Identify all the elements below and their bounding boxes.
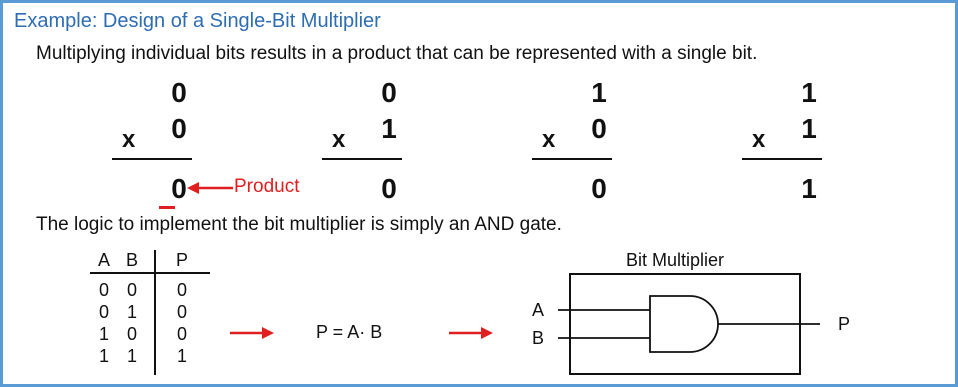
truth-header-p: P	[176, 250, 189, 270]
and-gate-diagram	[558, 273, 820, 375]
multiplicand: 0	[381, 77, 397, 108]
truth-column-divider	[154, 250, 156, 375]
multiplication-example: 0 x 0 0	[112, 76, 252, 211]
bit-multiplier-title: Bit Multiplier	[626, 250, 725, 270]
multiplication-example: 0 x 1 0	[322, 76, 462, 211]
product-underline	[159, 206, 175, 209]
multiplication-example: 1 x 1 1	[742, 76, 882, 211]
logic-description: The logic to implement the bit multiplie…	[36, 214, 562, 235]
sum-line	[742, 158, 822, 160]
product-digit: 1	[801, 173, 817, 204]
subtitle-text: Multiplying individual bits results in a…	[36, 43, 758, 64]
truth-cell: 0	[98, 302, 109, 322]
truth-table: A B P 0 0 0 0 1 0 1 0 0 1 1 1	[90, 250, 210, 375]
truth-cell: 0	[176, 302, 187, 322]
times-symbol: x	[122, 126, 136, 153]
and-gate-icon	[649, 295, 719, 353]
boolean-equation: P = A· B	[316, 322, 383, 342]
multiplier: 1	[381, 113, 397, 144]
times-symbol: x	[332, 126, 346, 153]
sum-line	[322, 158, 402, 160]
right-arrow-icon	[230, 327, 274, 339]
truth-cell: 0	[176, 324, 187, 344]
truth-cell: 0	[126, 280, 137, 300]
right-arrow-icon	[449, 327, 493, 339]
truth-header-divider	[90, 272, 210, 274]
truth-cell: 1	[98, 324, 109, 344]
product-digit: 0	[591, 173, 607, 204]
product-digit: 0	[381, 173, 397, 204]
truth-header-a: A	[98, 250, 111, 270]
truth-cell: 1	[126, 302, 137, 322]
multiplication-example: 1 x 0 0	[532, 76, 672, 211]
times-symbol: x	[542, 126, 556, 153]
slide-title: Example: Design of a Single-Bit Multipli…	[14, 10, 381, 32]
multiplier: 1	[801, 113, 817, 144]
sum-line	[112, 158, 192, 160]
truth-cell: 1	[176, 346, 187, 366]
product-arrow-icon	[187, 182, 233, 194]
times-symbol: x	[752, 126, 766, 153]
truth-cell: 1	[98, 346, 109, 366]
truth-cell: 0	[126, 324, 137, 344]
product-label: Product	[234, 176, 300, 197]
multiplicand: 1	[591, 77, 607, 108]
product-digit: 0	[171, 173, 187, 204]
input-b-label: B	[532, 328, 545, 348]
truth-cell: 0	[176, 280, 187, 300]
input-a-label: A	[532, 300, 545, 320]
multiplicand: 1	[801, 77, 817, 108]
multiplicand: 0	[171, 77, 187, 108]
truth-header-b: B	[126, 250, 139, 270]
output-p-label: P	[838, 314, 851, 334]
truth-cell: 0	[98, 280, 109, 300]
sum-line	[532, 158, 612, 160]
multiplier: 0	[171, 113, 187, 144]
multiplier: 0	[591, 113, 607, 144]
truth-cell: 1	[126, 346, 137, 366]
